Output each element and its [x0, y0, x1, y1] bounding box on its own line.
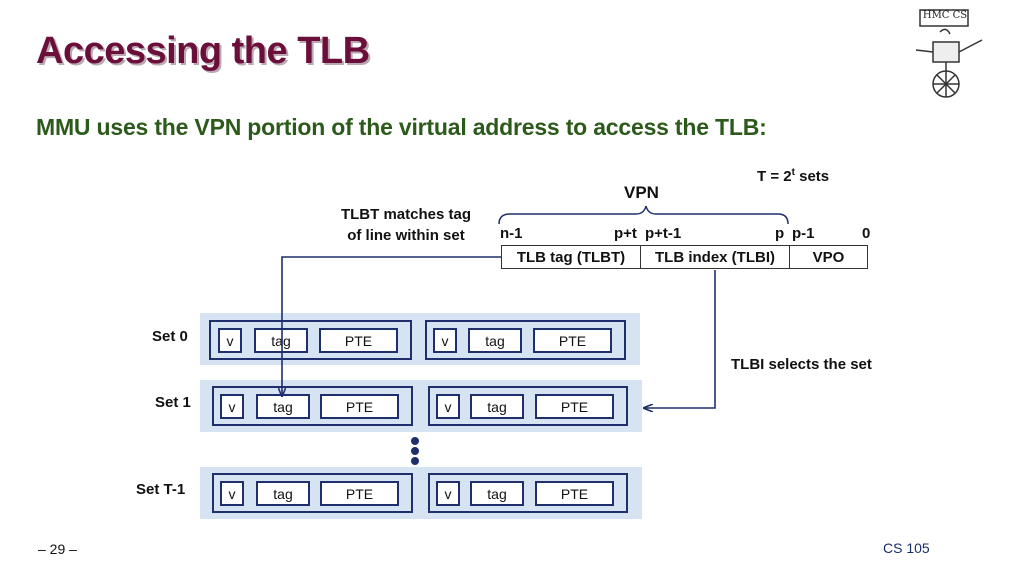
pte-cell: PTE [320, 394, 399, 419]
pte-cell: PTE [535, 394, 614, 419]
set-t-1-line-1 [428, 473, 628, 513]
set-label-0: Set 0 [152, 328, 188, 345]
vpn-brace [498, 205, 789, 225]
tlbt-annotation-line1: TLBT matches tag [340, 206, 472, 223]
ellipsis-dot [411, 457, 419, 465]
bit-label-p-1: p-1 [792, 225, 815, 242]
hmc-cs-logo [915, 9, 983, 98]
tlbt-field: TLB tag (TLBT) [501, 245, 641, 269]
vpn-label: VPN [624, 183, 659, 202]
ellipsis-dot [411, 437, 419, 445]
tag-cell: tag [256, 481, 310, 506]
t-sets-suffix: sets [794, 168, 830, 185]
slide-title: Accessing the TLB [36, 30, 370, 72]
valid-bit-cell: v [218, 328, 242, 353]
t-sets-prefix: T = 2 [757, 168, 792, 185]
tlbi-annotation: TLBI selects the set [731, 356, 872, 373]
pte-cell: PTE [533, 328, 612, 353]
valid-bit-cell: v [436, 481, 460, 506]
vpo-field: VPO [789, 245, 868, 269]
page-number: – 29 – [38, 541, 77, 557]
valid-bit-cell: v [220, 394, 244, 419]
bit-label-0: 0 [862, 225, 871, 242]
bit-label-p: p [775, 225, 785, 242]
valid-bit-cell: v [220, 481, 244, 506]
t-sets-label: T = 2t sets [757, 167, 829, 185]
valid-bit-cell: v [436, 394, 460, 419]
tag-cell: tag [468, 328, 522, 353]
pte-cell: PTE [320, 481, 399, 506]
t-sets-exp: t [791, 167, 795, 178]
tlbi-select-arrow [644, 270, 716, 408]
ellipsis-dot [411, 447, 419, 455]
logo-text: HMC CS [922, 10, 968, 21]
valid-bit-cell: v [433, 328, 457, 353]
tag-cell: tag [254, 328, 308, 353]
bit-label-p-plus-t-1: p+t-1 [645, 225, 682, 242]
bit-label-n-1: n-1 [500, 225, 523, 242]
tlbi-field: TLB index (TLBI) [640, 245, 790, 269]
tag-cell: tag [470, 481, 524, 506]
bit-label-p-plus-t: p+t [614, 225, 637, 242]
tag-cell: tag [470, 394, 524, 419]
set-label-1: Set 1 [155, 394, 191, 411]
course-label: CS 105 [883, 540, 930, 556]
set-label-t-1: Set T-1 [136, 481, 186, 498]
pte-cell: PTE [319, 328, 398, 353]
tlbt-annotation-line2: of line within set [347, 227, 465, 244]
tag-cell: tag [256, 394, 310, 419]
pte-cell: PTE [535, 481, 614, 506]
slide-subtitle: MMU uses the VPN portion of the virtual … [36, 114, 767, 140]
